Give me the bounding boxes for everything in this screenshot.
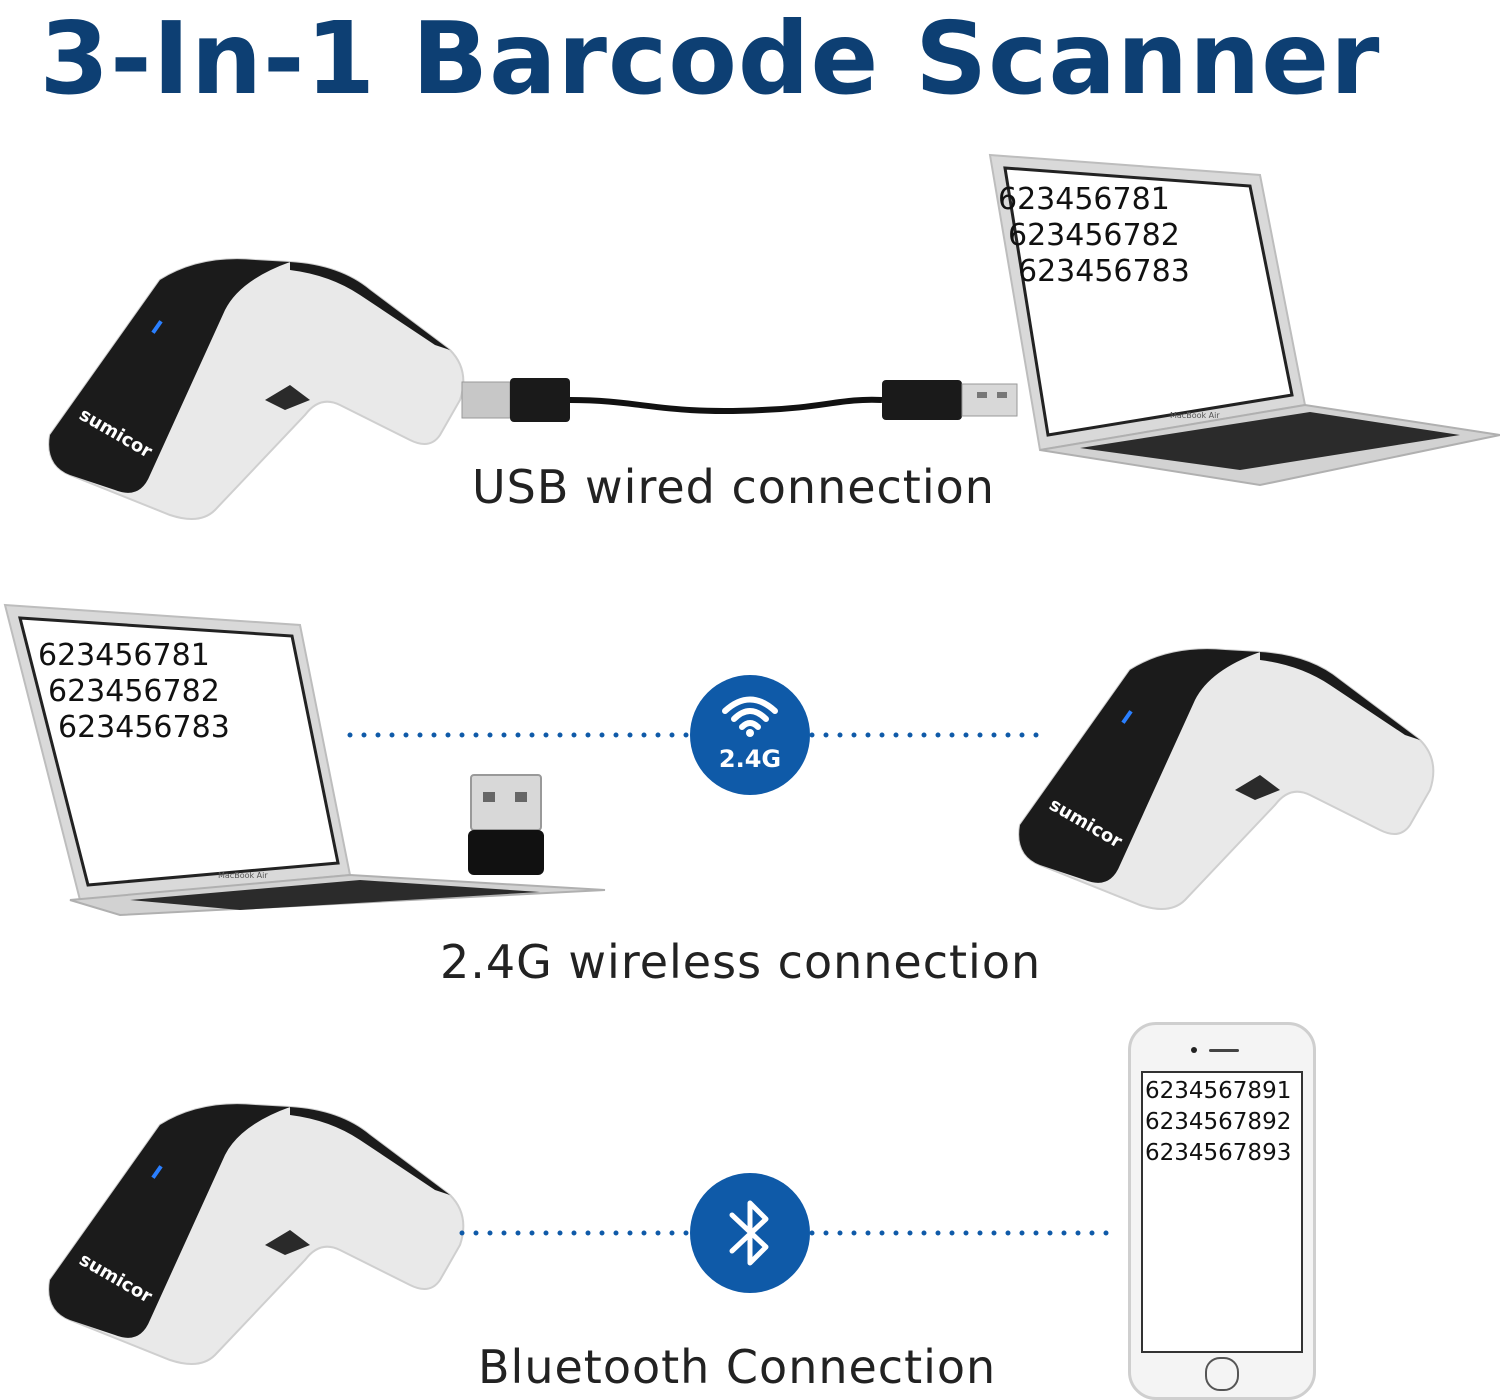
scan-result-line: 6234567892 [1145,1109,1292,1135]
scan-result-line: 6234567893 [1145,1140,1292,1166]
scan-result-line: 6234567891 [1145,1078,1292,1104]
laptop-screen-usb: 623456781 623456782 623456783 [998,182,1190,290]
laptop-image-usb: MacBook Air [988,153,1500,487]
bluetooth-link-line [459,1230,1120,1236]
scan-result-line: 623456782 [48,674,220,709]
scanner-image-bluetooth: sumicor [48,1103,465,1365]
laptop-screen-wireless: 623456781 623456782 623456783 [38,638,230,746]
usb-dongle-icon [468,774,544,875]
phone-camera [1191,1047,1197,1053]
wireless-badge: 2.4G [690,675,810,795]
scan-result-line: 623456783 [1018,254,1190,289]
phone-screen [1141,1071,1303,1353]
caption-wireless: 2.4G wireless connection [440,935,1042,989]
caption-usb: USB wired connection [472,460,995,514]
page-title: 3-In-1 Barcode Scanner [39,0,1381,117]
laptop-model-label: MacBook Air [1170,411,1220,420]
scan-result-line: 623456781 [38,638,210,673]
scan-result-line: 623456782 [1008,218,1180,253]
bluetooth-icon [729,1200,769,1266]
scanner-image-usb: sumicor [48,258,465,520]
laptop-image-wireless: MacBook Air [3,603,606,917]
phone-image [1128,1022,1316,1400]
scan-result-line: 623456783 [58,710,230,745]
phone-screen-text: 6234567891 6234567892 6234567893 [1145,1076,1291,1169]
scan-result-line: 623456781 [998,182,1170,217]
badge-label: 2.4G [718,745,782,773]
phone-speaker [1209,1049,1239,1052]
bluetooth-badge [690,1173,810,1293]
scanner-image-wireless: sumicor [1018,648,1435,910]
caption-bluetooth: Bluetooth Connection [478,1340,997,1394]
usb-cable-icon [461,378,1018,422]
wifi-icon [722,696,778,737]
laptop-model-label: MacBook Air [218,871,268,880]
phone-home-button [1205,1357,1239,1391]
